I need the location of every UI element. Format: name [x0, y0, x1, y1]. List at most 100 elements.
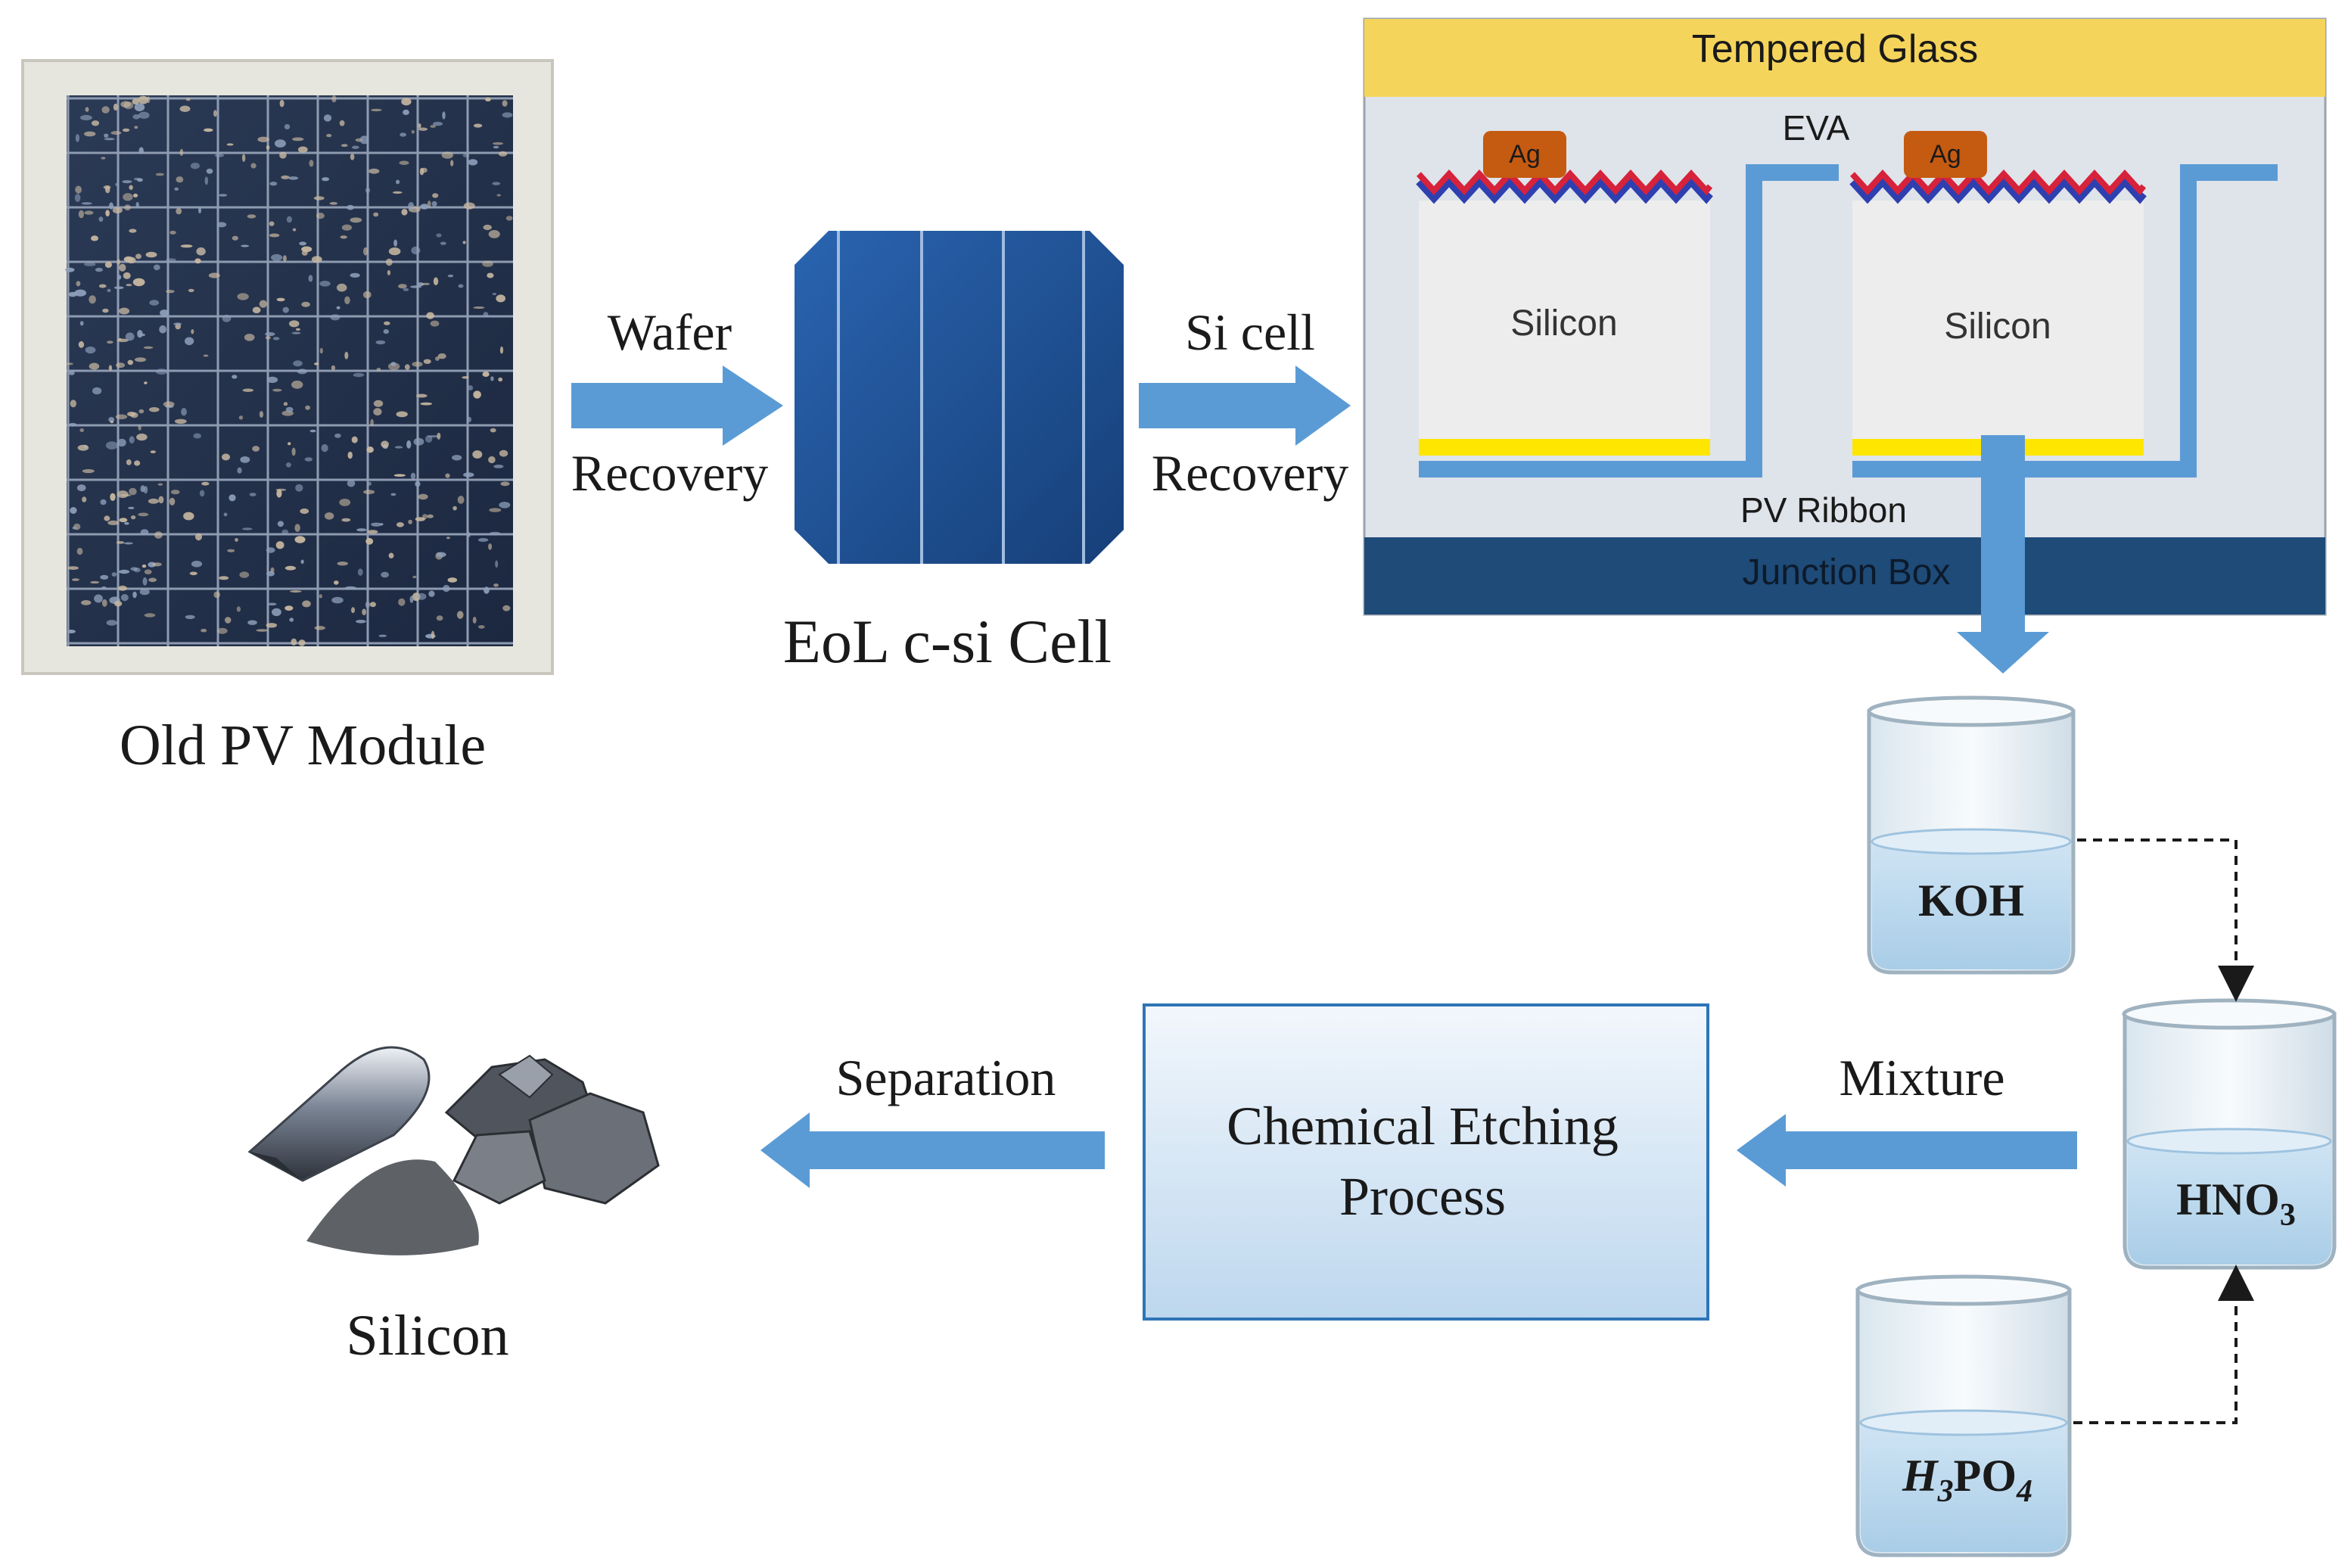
silver-contact-left: [1483, 131, 1566, 178]
module-speckle: [98, 216, 104, 222]
module-speckle: [398, 598, 406, 606]
module-speckle: [89, 295, 96, 304]
module-speckle: [447, 274, 454, 278]
chemical-etching-box: [1143, 1003, 1709, 1321]
module-speckle: [266, 623, 278, 628]
module-speckle: [311, 256, 322, 263]
module-speckle: [437, 552, 446, 558]
module-speckle: [272, 388, 282, 392]
module-speckle: [276, 489, 282, 498]
module-speckle: [259, 300, 267, 308]
module-speckle: [70, 400, 77, 408]
module-speckle: [319, 594, 322, 599]
module-speckle: [400, 132, 406, 137]
module-speckle: [92, 387, 102, 395]
module-speckle: [341, 224, 352, 231]
module-speckle: [331, 95, 337, 103]
module-speckle: [132, 98, 139, 105]
module-speckle: [381, 571, 389, 578]
module-speckle: [482, 260, 493, 267]
module-speckle: [206, 168, 213, 174]
module-speckle: [381, 440, 389, 448]
module-speckle: [116, 541, 125, 544]
h3po4-label: H3PO4: [1902, 1451, 2032, 1509]
module-speckle: [240, 456, 250, 463]
module-speckle: [130, 515, 136, 520]
module-speckle: [488, 543, 493, 550]
module-speckle: [416, 394, 428, 398]
module-speckle: [90, 580, 100, 584]
module-speckle: [356, 528, 367, 532]
module-speckle: [158, 496, 164, 504]
module-speckle: [129, 487, 137, 496]
module-speckle: [225, 617, 232, 624]
module-speckle: [204, 176, 209, 185]
module-speckle: [213, 591, 220, 599]
module-speckle: [426, 312, 434, 319]
module-speckle: [124, 204, 131, 211]
module-speckle: [493, 465, 504, 468]
module-speckle: [204, 128, 213, 132]
module-speckle: [142, 564, 147, 568]
module-speckle: [76, 281, 81, 287]
module-speckle: [344, 351, 349, 359]
module-speckle: [247, 620, 257, 625]
module-speckle: [226, 143, 234, 146]
module-speckle: [275, 541, 285, 549]
module-speckle: [463, 472, 474, 478]
module-speckle: [157, 483, 163, 486]
module-speckle: [89, 362, 100, 370]
module-speckle: [272, 337, 280, 341]
module-speckle: [365, 537, 374, 545]
module-speckle: [283, 255, 287, 262]
module-speckle: [176, 207, 182, 215]
module-speckle: [265, 331, 275, 337]
wafer-recovery-label-1: Wafer: [608, 303, 732, 361]
module-speckle: [489, 508, 502, 512]
module-speckle: [406, 440, 412, 449]
module-speckle: [314, 362, 319, 366]
module-speckle: [76, 547, 83, 555]
module-speckle: [357, 568, 363, 576]
module-speckle: [418, 127, 428, 131]
module-speckle: [241, 244, 250, 247]
module-speckle: [196, 247, 206, 256]
module-speckle: [291, 380, 303, 389]
module-speckle: [275, 488, 287, 491]
module-speckle: [417, 282, 425, 287]
module-speckle: [110, 493, 116, 501]
silicon-powder: [306, 1159, 479, 1255]
texture-blue-left: [1416, 176, 1713, 204]
module-speckle: [160, 310, 169, 316]
module-speckle: [132, 114, 140, 120]
module-speckle: [110, 131, 122, 135]
module-speckle: [147, 96, 151, 104]
module-speckle: [213, 110, 217, 117]
module-speckle: [285, 462, 291, 468]
module-speckle: [185, 614, 195, 620]
module-speckle: [169, 230, 176, 235]
module-speckle: [446, 537, 450, 540]
module-speckle: [101, 157, 106, 160]
module-speckle: [79, 321, 84, 326]
module-speckle: [432, 121, 443, 126]
module-speckle: [238, 415, 244, 420]
module-speckle: [107, 341, 114, 344]
module-speckle: [418, 123, 421, 129]
module-speckle: [138, 111, 150, 119]
module-speckle: [301, 246, 313, 253]
module-speckle: [114, 286, 124, 290]
module-speckle: [409, 596, 414, 603]
module-speckle: [390, 362, 397, 366]
module-speckle: [353, 372, 365, 378]
module-speckle: [452, 455, 462, 461]
module-speckle: [241, 154, 246, 162]
module-speckle: [399, 160, 409, 165]
module-speckle: [410, 285, 422, 288]
module-speckle: [373, 212, 379, 217]
module-speckle: [126, 284, 132, 287]
module-speckle: [269, 221, 275, 226]
module-speckle: [487, 272, 494, 278]
module-speckle: [100, 499, 107, 506]
module-speckle: [155, 369, 168, 375]
